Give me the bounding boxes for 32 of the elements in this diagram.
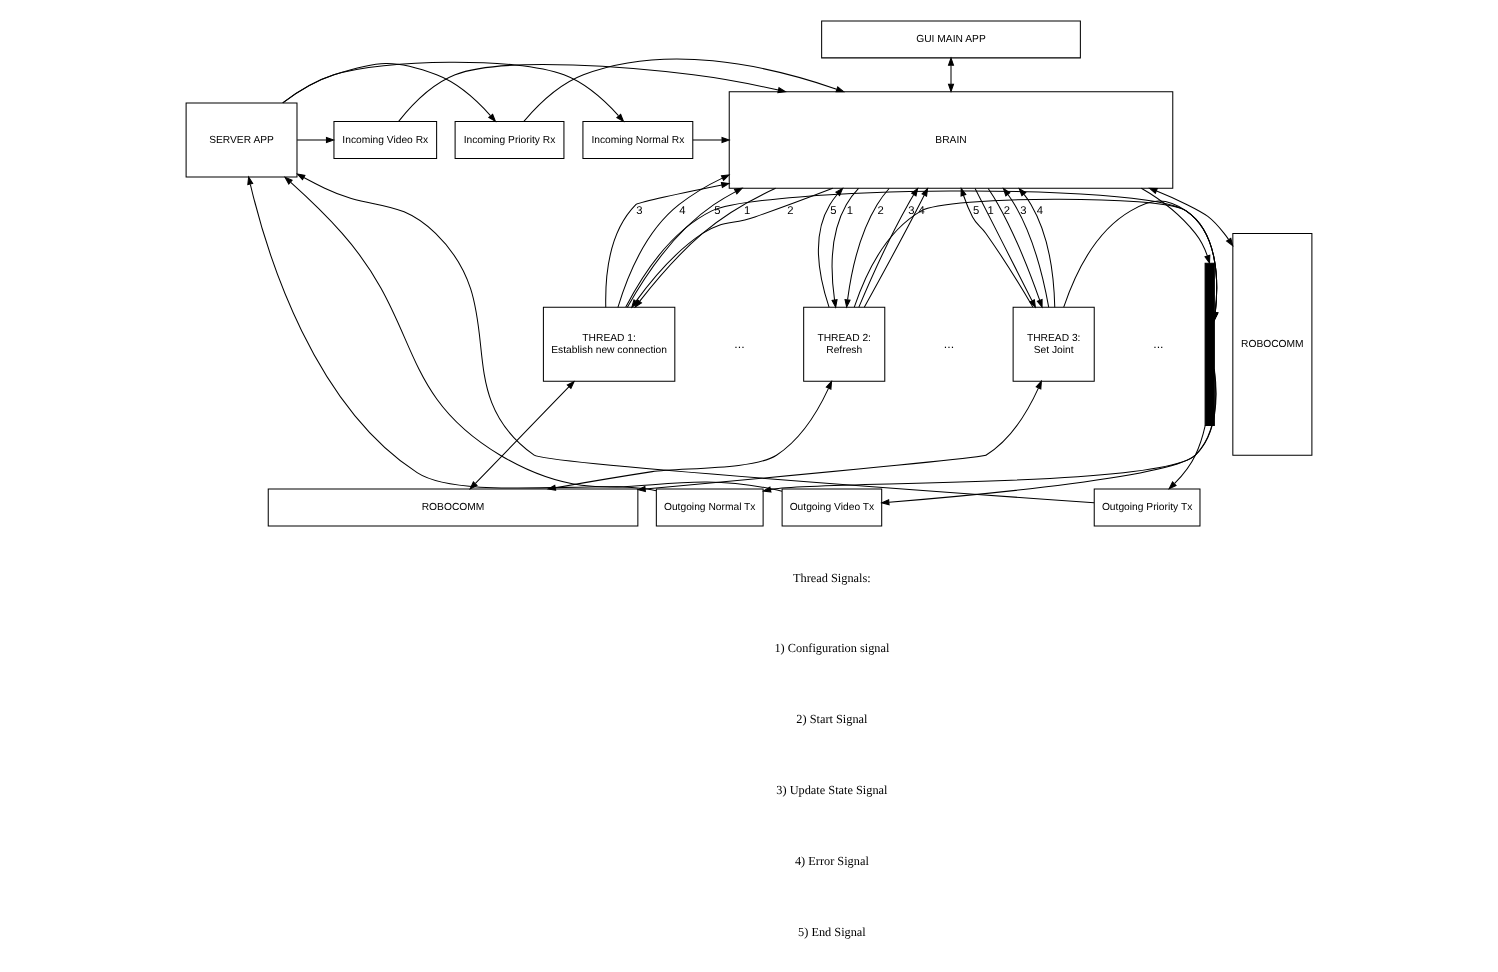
- arrow: [974, 187, 1037, 309]
- arrow: [692, 136, 731, 144]
- arrow: [469, 380, 576, 490]
- arrow: [880, 370, 1217, 506]
- arrow: [282, 61, 625, 123]
- node-bar: [1204, 262, 1215, 426]
- arrow: [247, 175, 657, 492]
- arrow: [818, 187, 844, 308]
- arrow: [636, 379, 1043, 493]
- arrow: [844, 188, 890, 309]
- arrow: [831, 187, 860, 309]
- arrow: [1148, 187, 1234, 247]
- arrow: [282, 63, 497, 123]
- arrow: [283, 176, 783, 492]
- arrow: [863, 187, 929, 308]
- arrow: [1002, 187, 1050, 308]
- arrow: [947, 56, 955, 94]
- arrow: [987, 187, 1043, 309]
- arrow: [625, 190, 1219, 322]
- arrow: [296, 173, 1095, 504]
- arrow: [761, 368, 1217, 493]
- arrow: [1018, 187, 1056, 308]
- arrow: [546, 380, 833, 491]
- arrow: [523, 58, 846, 122]
- arrow: [853, 198, 1219, 322]
- arrow: [1063, 200, 1219, 322]
- arrow: [398, 64, 787, 122]
- arrow: [1168, 425, 1206, 490]
- arrow: [858, 187, 919, 308]
- arrow: [296, 136, 336, 144]
- arrow: [960, 186, 1034, 308]
- arrow: [1140, 187, 1211, 265]
